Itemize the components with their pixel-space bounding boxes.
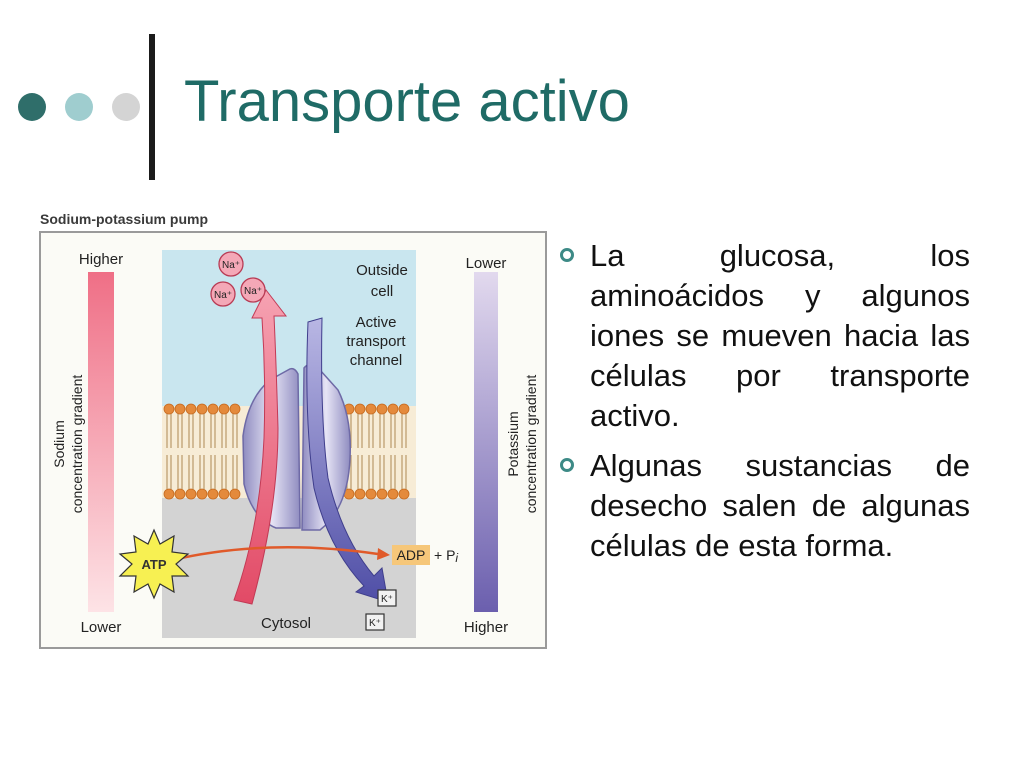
channel-label-line2: transport [346,333,406,350]
adp-product: ADP + Pi [392,545,458,565]
dot-light [112,93,140,121]
sodium-ions: Na⁺ Na⁺ Na⁺ [210,251,266,307]
svg-text:K⁺: K⁺ [381,594,393,605]
svg-text:K⁺: K⁺ [369,618,381,629]
channel-label-line3: channel [350,352,403,369]
dot-mid [65,93,93,121]
potassium-arrow [306,317,389,603]
adp-box [392,545,430,565]
atp-label: ATP [141,557,166,572]
cytosol-label: Cytosol [261,615,311,632]
svg-text:Na⁺: Na⁺ [244,286,262,297]
title-divider [149,34,155,180]
atp-reaction-arrow [171,546,379,562]
na-ion: Na⁺ [240,277,266,303]
bullet-text: La glucosa, los aminoácidos y algunos io… [590,238,970,433]
atp-reaction-arrowhead [377,548,390,560]
svg-text:Na⁺: Na⁺ [214,290,232,301]
diagram-heading: Sodium-potassium pump [40,211,208,227]
sodium-gradient-bar [88,272,114,612]
sodium-gradient-bottom: Lower [81,619,122,636]
dot-dark [18,93,46,121]
outside-cell-label-line2: cell [371,283,394,300]
potassium-gradient-bar [474,272,498,612]
sodium-arrow [233,289,288,605]
bullet-text: Algunas sustancias de desecho salen de a… [590,448,970,563]
bullet-item: La glucosa, los aminoácidos y algunos io… [560,236,970,436]
potassium-gradient-bottom: Higher [464,619,508,636]
k-ion: K⁺ [365,613,385,631]
bullet-item: Algunas sustancias de desecho salen de a… [560,446,970,566]
slide-title: Transporte activo [184,69,630,134]
channel-label-line1: Active [356,314,397,331]
atp-burst: ATP [118,528,190,600]
na-ion: Na⁺ [218,251,244,277]
adp-label: ADP [397,547,426,563]
bullet-circle-icon [560,248,574,262]
svg-text:Na⁺: Na⁺ [222,260,240,271]
decorative-dots [18,93,140,121]
membrane-lipids [163,403,410,500]
na-ion: Na⁺ [210,281,236,307]
sodium-potassium-pump-diagram: Sodium-potassium pump [38,208,550,652]
potassium-gradient-top: Lower [466,255,507,272]
pi-label: + Pi [434,547,458,565]
sodium-gradient-top: Higher [79,251,123,268]
potassium-ions: K⁺ K⁺ [365,589,397,631]
bullet-list: La glucosa, los aminoácidos y algunos io… [560,236,970,576]
bullet-circle-icon [560,458,574,472]
k-ion: K⁺ [377,589,397,607]
outside-cell-label-line1: Outside [356,262,408,279]
